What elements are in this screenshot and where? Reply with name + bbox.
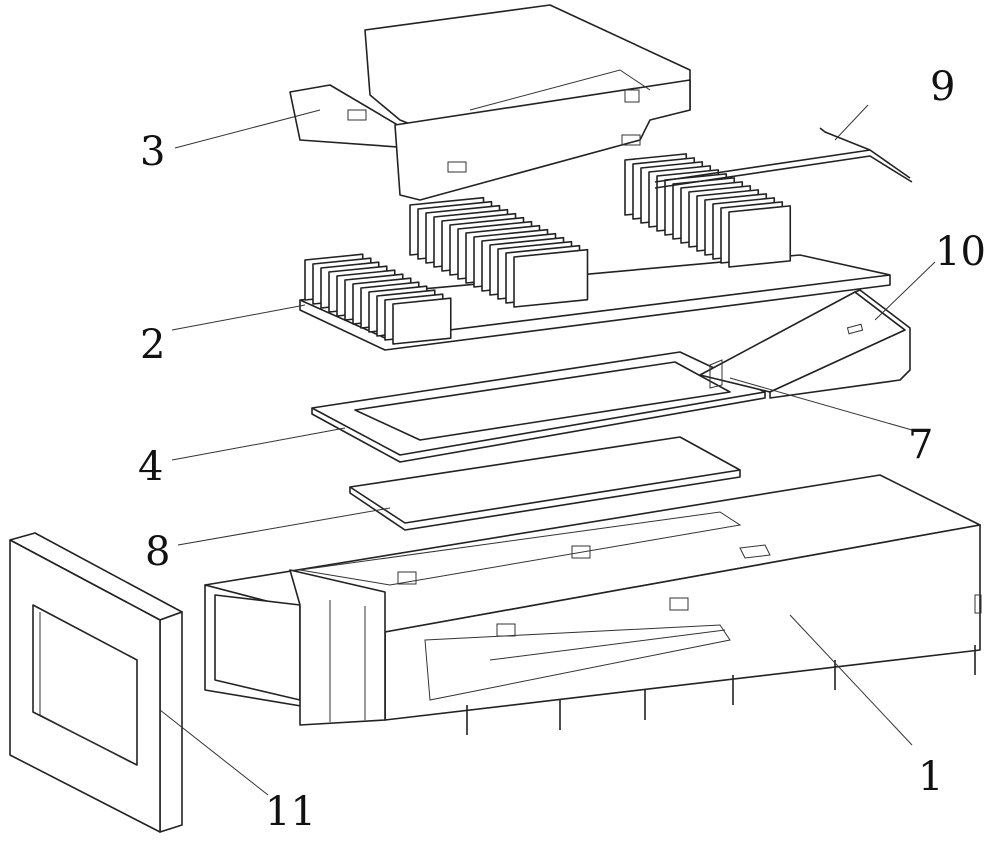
label-8: 8 xyxy=(145,529,170,575)
part-4-frame xyxy=(311,351,766,463)
part-1-cage xyxy=(204,474,982,735)
label-10: 10 xyxy=(935,229,986,275)
part-9-wire xyxy=(654,127,913,189)
label-11: 11 xyxy=(265,789,316,835)
heatsink-fin xyxy=(513,248,589,308)
part-3-bracket xyxy=(289,4,691,201)
label-1: 1 xyxy=(918,754,943,800)
label-9: 9 xyxy=(930,64,955,110)
label-3: 3 xyxy=(140,129,165,175)
leader-lines xyxy=(159,104,936,796)
part-10-plate xyxy=(699,289,911,399)
heatsink-fin xyxy=(728,205,792,268)
part-11-gasket xyxy=(9,532,183,833)
label-7: 7 xyxy=(908,422,933,468)
part-8-thermal-pad xyxy=(349,436,741,531)
label-2: 2 xyxy=(140,322,165,368)
part-2-heatsink xyxy=(299,153,891,351)
heatsink-fin xyxy=(392,297,452,345)
label-4: 4 xyxy=(138,444,163,490)
